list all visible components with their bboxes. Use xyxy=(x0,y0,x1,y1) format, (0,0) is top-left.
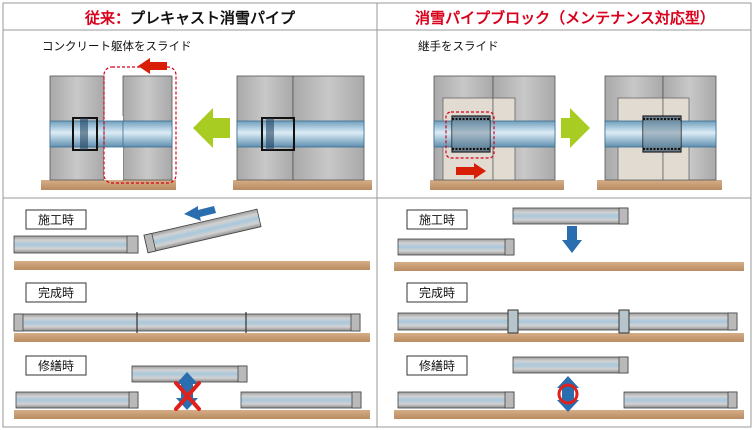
stage-label-box xyxy=(406,355,468,376)
pipe-bar-right xyxy=(623,391,738,409)
joint xyxy=(507,309,519,334)
red-arrow-right-icon xyxy=(456,163,486,179)
pipe-bar xyxy=(397,238,515,256)
ground xyxy=(394,333,744,342)
left-completion: 完成時 xyxy=(13,282,370,342)
pipe-bar-left xyxy=(15,391,139,409)
stage-label-completion: 完成時 xyxy=(38,285,74,300)
green-arrow-right-icon xyxy=(561,108,590,148)
pipe-bar-left xyxy=(397,391,515,409)
ground xyxy=(394,262,744,271)
red-x-icon xyxy=(174,381,201,411)
pipe-bar-tilted xyxy=(143,208,262,254)
right-after-assembly xyxy=(597,75,722,190)
pipe-bar-long xyxy=(13,313,361,332)
right-title: 消雪パイプブロック（メンテナンス対応型） xyxy=(415,9,715,27)
pipe xyxy=(236,120,365,148)
left-title: 従来：プレキャスト消雪パイプ xyxy=(84,9,296,27)
pipe-bar-lifted xyxy=(512,207,629,225)
left-after-assembly xyxy=(233,75,372,190)
joint xyxy=(261,117,295,151)
left-construction: 施工時 xyxy=(13,206,370,270)
dashed-frame xyxy=(445,111,495,159)
left-title-prefix: 従来： xyxy=(84,9,130,27)
green-arrow-left-icon xyxy=(193,108,230,148)
header: 従来：プレキャスト消雪パイプ 消雪パイプブロック（メンテナンス対応型） xyxy=(2,2,752,31)
blue-arrow-icon xyxy=(184,206,216,221)
stage-label-box xyxy=(25,355,87,376)
right-before-assembly xyxy=(430,75,564,190)
left-before-assembly xyxy=(41,58,177,190)
stage-label-repair: 修繕時 xyxy=(38,358,74,373)
ground xyxy=(14,333,370,342)
ground xyxy=(233,180,372,190)
pipe-bar xyxy=(13,235,139,254)
ground xyxy=(597,180,722,190)
stage-label-construction: 施工時 xyxy=(419,213,455,227)
pipe-gap-pipe xyxy=(103,120,124,148)
blue-arrow-icon xyxy=(557,376,579,412)
right-construction: 施工時 xyxy=(394,207,744,271)
right-completion: 完成時 xyxy=(394,282,744,342)
red-arrow-left-icon xyxy=(138,58,167,74)
panel-borders xyxy=(2,29,752,428)
left-repair: 修繕時 xyxy=(14,355,370,419)
stage-label-box xyxy=(406,209,468,230)
ground xyxy=(41,180,176,190)
joint xyxy=(618,309,630,334)
stage-label-repair: 修繕時 xyxy=(419,358,455,373)
pipe-bar-right xyxy=(240,391,362,409)
stage-label-box xyxy=(25,209,87,230)
stage-label-box xyxy=(406,282,468,303)
stage-label-box xyxy=(25,282,87,303)
right-caption: 継手をスライド xyxy=(418,39,499,53)
red-circle-icon xyxy=(557,383,579,405)
ground xyxy=(14,410,370,419)
ground xyxy=(394,410,744,419)
ground xyxy=(14,261,370,270)
pipe-bar-long xyxy=(397,312,738,331)
stage-label-construction: 施工時 xyxy=(38,213,74,227)
blue-arrow-icon xyxy=(562,226,582,253)
right-repair: 修繕時 xyxy=(394,355,744,419)
left-caption: コンクリート躯体をスライド xyxy=(42,39,192,53)
left-title-main: プレキャスト消雪パイプ xyxy=(130,9,296,27)
pipe-bar-lifted xyxy=(512,356,629,374)
stage-label-completion: 完成時 xyxy=(419,285,455,300)
ground xyxy=(430,180,564,190)
